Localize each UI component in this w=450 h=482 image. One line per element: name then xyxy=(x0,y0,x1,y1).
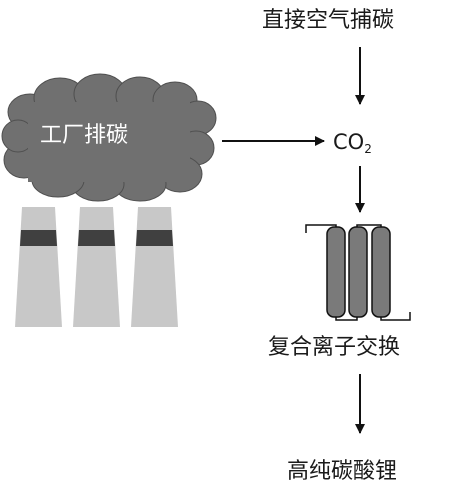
co2-main-text: CO xyxy=(333,130,365,154)
label-product: 高纯碳酸锂 xyxy=(287,459,398,482)
ion-exchange-columns xyxy=(305,224,411,321)
smoke-cloud xyxy=(1,73,217,202)
label-factory-emission: 工厂排碳 xyxy=(40,123,129,148)
column-2 xyxy=(348,226,368,318)
chimneys xyxy=(15,207,178,327)
column-3 xyxy=(371,226,391,318)
label-direct-air-capture: 直接空气捕碳 xyxy=(262,8,395,33)
label-co2: CO2 xyxy=(333,130,372,156)
chimney-3 xyxy=(131,207,178,327)
co2-subscript: 2 xyxy=(364,142,372,156)
label-ion-exchange: 复合离子交换 xyxy=(268,335,401,360)
chimney-1 xyxy=(15,207,62,327)
column-1 xyxy=(326,226,346,318)
chimney-2 xyxy=(73,207,120,327)
